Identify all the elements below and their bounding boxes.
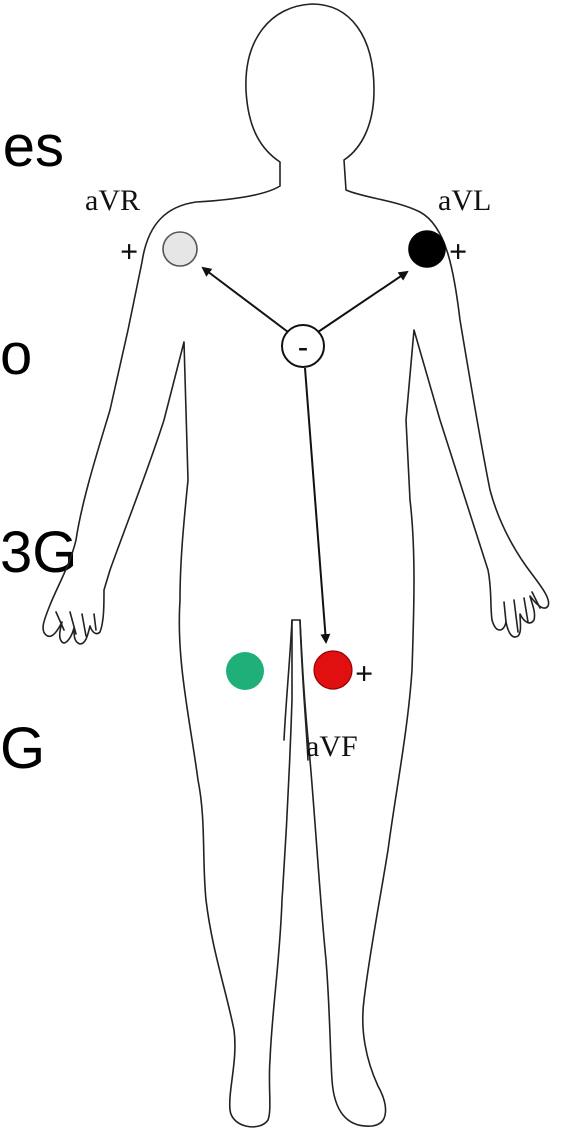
avf-plus-sign: +	[355, 655, 373, 691]
avr-electrode-group: aVR +	[85, 184, 197, 269]
avr-electrode	[163, 232, 197, 266]
avl-electrode	[409, 231, 445, 267]
avl-electrode-group: aVL +	[409, 184, 491, 269]
avl-plus-sign: +	[449, 233, 467, 269]
negative-sign: -	[298, 330, 308, 363]
avl-label: aVL	[438, 184, 491, 217]
avr-vector-arrow	[203, 268, 288, 332]
avr-label: aVR	[85, 184, 140, 217]
ground-electrode	[226, 652, 264, 690]
avr-plus-sign: +	[120, 233, 138, 269]
avf-vector-arrow	[305, 368, 326, 642]
avf-electrode-group: + aVF	[306, 651, 373, 763]
body-outline	[43, 4, 549, 1127]
avf-electrode	[314, 651, 352, 689]
negative-terminal: -	[282, 325, 324, 367]
avf-label: aVF	[306, 730, 358, 763]
avl-vector-arrow	[318, 272, 407, 332]
